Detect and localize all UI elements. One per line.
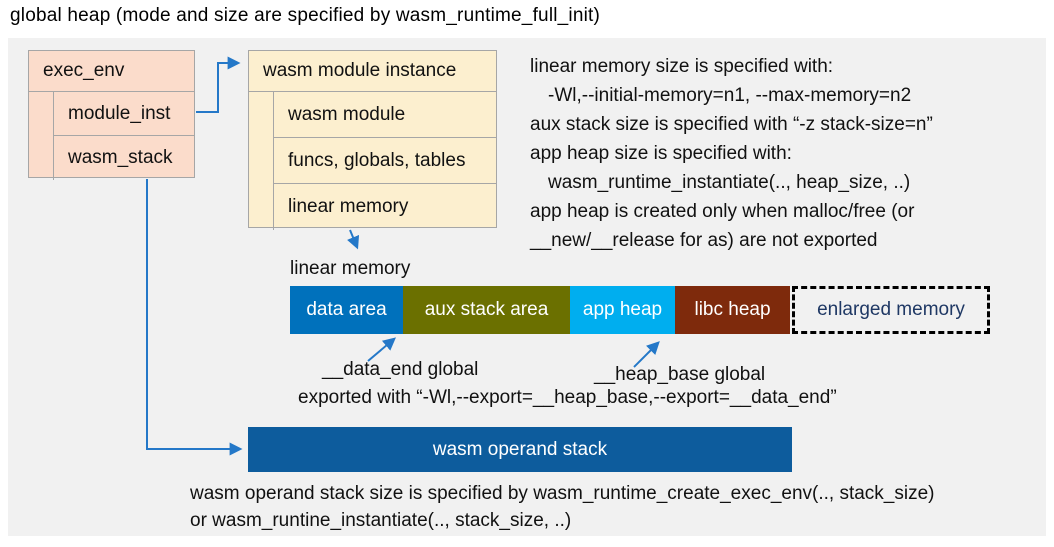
field-wasm-module: wasm module <box>273 92 496 138</box>
field-wasm-stack: wasm_stack <box>53 136 194 180</box>
note-line: or wasm_runtine_instantiate(.., stack_si… <box>190 510 572 531</box>
memory-size-notes: linear memory size is specified with: -W… <box>530 52 933 255</box>
heap-base-global-label: __heap_base global <box>594 364 766 385</box>
module-instance-header: wasm module instance <box>263 60 457 81</box>
segment-aux-stack-area: aux stack area <box>403 286 570 334</box>
note-line: wasm_runtime_instantiate(.., heap_size, … <box>548 172 911 193</box>
exec-env-header: exec_env <box>43 60 125 81</box>
data-end-global-label: __data_end global <box>322 359 479 380</box>
segment-data-area: data area <box>290 286 403 334</box>
note-line: __new/__release for as) are not exported <box>530 230 878 251</box>
note-line: wasm operand stack size is specified by … <box>190 483 935 504</box>
note-line: linear memory size is specified with: <box>530 56 834 77</box>
module-instance-box: wasm module instance wasm module funcs, … <box>248 50 497 230</box>
segment-app-heap: app heap <box>570 286 675 334</box>
field-module-inst: module_inst <box>53 92 194 136</box>
exec-env-box: exec_env module_inst wasm_stack <box>28 50 195 180</box>
note-line: aux stack size is specified with “-z sta… <box>530 114 933 135</box>
note-line: app heap is created only when malloc/fre… <box>530 201 915 222</box>
note-line: -Wl,--initial-memory=n1, --max-memory=n2 <box>548 85 912 106</box>
field-linear-memory: linear memory <box>273 184 496 230</box>
wasm-operand-stack-bar: wasm operand stack <box>248 427 792 472</box>
linear-memory-label: linear memory <box>290 258 411 279</box>
note-line: app heap size is specified with: <box>530 143 792 164</box>
segment-enlarged-memory: enlarged memory <box>792 286 990 334</box>
operand-stack-notes: wasm operand stack size is specified by … <box>190 480 935 534</box>
module-instance-fields: wasm module funcs, globals, tables linea… <box>249 91 496 230</box>
field-funcs-globals-tables: funcs, globals, tables <box>273 138 496 184</box>
segment-libc-heap: libc heap <box>675 286 790 334</box>
diagram-title: global heap (mode and size are specified… <box>10 5 601 26</box>
export-flags-note: exported with “-Wl,--export=__heap_base,… <box>298 387 837 408</box>
exec-env-fields: module_inst wasm_stack <box>29 91 194 180</box>
